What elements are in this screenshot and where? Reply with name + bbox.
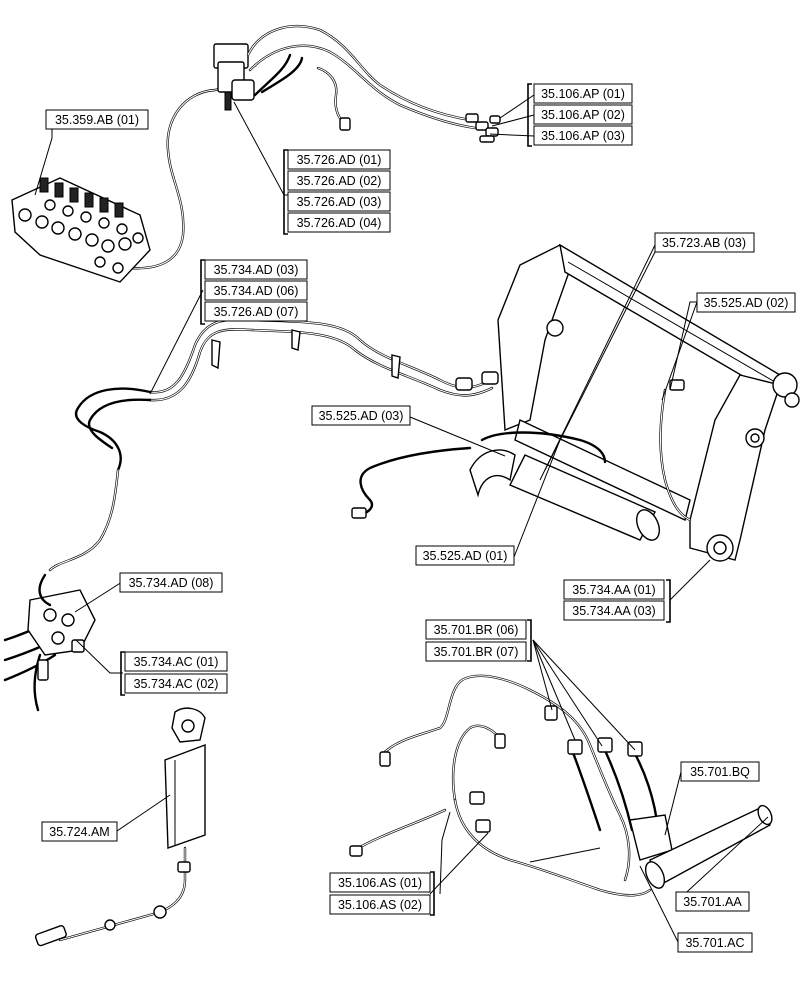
callout-label-c6: 35.726.AD (02)	[287, 170, 391, 191]
svg-text:35.701.BR (07): 35.701.BR (07)	[434, 645, 519, 659]
svg-text:35.726.AD (02): 35.726.AD (02)	[297, 174, 382, 188]
svg-text:35.106.AP (01): 35.106.AP (01)	[541, 87, 625, 101]
svg-text:35.701.BR (06): 35.701.BR (06)	[434, 623, 519, 637]
svg-text:35.734.AA (03): 35.734.AA (03)	[572, 604, 655, 618]
svg-text:35.724.AM: 35.724.AM	[49, 825, 109, 839]
callout-label-c1: 35.106.AP (01)	[533, 83, 633, 104]
callout-label-c19: 35.701.BR (06)	[425, 619, 527, 640]
callout-label-c24: 35.724.AM	[41, 821, 118, 842]
callout-label-c23: 35.701.BQ	[680, 761, 760, 782]
svg-text:35.734.AC (02): 35.734.AC (02)	[134, 677, 219, 691]
callout-brackets	[120, 83, 671, 916]
callout-label-c4: 35.359.AB (01)	[45, 109, 149, 130]
middle-hose-run	[48, 318, 499, 572]
svg-text:35.726.AD (03): 35.726.AD (03)	[297, 195, 382, 209]
left-lower-cluster	[3, 573, 96, 712]
callout-label-c12: 35.726.AD (07)	[204, 301, 308, 322]
loader-arm-frame	[469, 243, 800, 562]
callout-label-c18: 35.734.AD (08)	[119, 572, 223, 593]
svg-text:35.359.AB (01): 35.359.AB (01)	[55, 113, 139, 127]
callout-label-c27: 35.701.AA	[675, 891, 750, 912]
callout-label-c25: 35.106.AS (01)	[329, 872, 431, 893]
callout-label-c28: 35.701.AC	[677, 932, 753, 953]
callout-label-c8: 35.726.AD (04)	[287, 212, 391, 233]
svg-text:35.701.AC: 35.701.AC	[685, 936, 744, 950]
svg-text:35.734.AD (08): 35.734.AD (08)	[129, 576, 214, 590]
callout-label-c16: 35.734.AA (01)	[563, 579, 665, 600]
svg-text:35.734.AD (03): 35.734.AD (03)	[214, 263, 299, 277]
leader-lines	[34, 94, 769, 943]
svg-text:35.525.AD (03): 35.525.AD (03)	[319, 409, 404, 423]
svg-text:35.734.AD (06): 35.734.AD (06)	[214, 284, 299, 298]
callout-label-c7: 35.726.AD (03)	[287, 191, 391, 212]
quick-coupler-plate	[34, 707, 206, 947]
svg-text:35.734.AC (01): 35.734.AC (01)	[134, 655, 219, 669]
svg-text:35.726.AD (07): 35.726.AD (07)	[214, 305, 299, 319]
callout-label-c21: 35.734.AC (01)	[124, 651, 228, 672]
svg-text:35.734.AA (01): 35.734.AA (01)	[572, 583, 655, 597]
svg-text:35.723.AB (03): 35.723.AB (03)	[662, 236, 746, 250]
callout-label-c3: 35.106.AP (03)	[533, 125, 633, 146]
svg-text:35.106.AS (01): 35.106.AS (01)	[338, 876, 422, 890]
callout-label-c5: 35.726.AD (01)	[287, 149, 391, 170]
callout-label-c10: 35.734.AD (03)	[204, 259, 308, 280]
svg-text:35.525.AD (02): 35.525.AD (02)	[704, 296, 789, 310]
bottom-right-hoses	[349, 674, 773, 897]
callout-label-c2: 35.106.AP (02)	[533, 104, 633, 125]
svg-text:35.726.AD (01): 35.726.AD (01)	[297, 153, 382, 167]
callout-label-c14: 35.525.AD (03)	[311, 405, 411, 426]
svg-text:35.525.AD (01): 35.525.AD (01)	[423, 549, 508, 563]
top-hose-assembly	[128, 25, 501, 270]
callout-label-c26: 35.106.AS (02)	[329, 894, 431, 915]
callout-label-c9: 35.723.AB (03)	[654, 232, 755, 253]
svg-text:35.106.AP (02): 35.106.AP (02)	[541, 108, 625, 122]
callout-label-c22: 35.734.AC (02)	[124, 673, 228, 694]
svg-text:35.106.AP (03): 35.106.AP (03)	[541, 129, 625, 143]
svg-text:35.726.AD (04): 35.726.AD (04)	[297, 216, 382, 230]
callout-label-c11: 35.734.AD (06)	[204, 280, 308, 301]
callout-label-c15: 35.525.AD (01)	[415, 545, 515, 566]
callout-label-c13: 35.525.AD (02)	[696, 292, 796, 313]
svg-text:35.701.BQ: 35.701.BQ	[690, 765, 750, 779]
svg-text:35.701.AA: 35.701.AA	[683, 895, 742, 909]
callout-label-c20: 35.701.BR (07)	[425, 641, 527, 662]
svg-text:35.106.AS (02): 35.106.AS (02)	[338, 898, 422, 912]
control-valve-bank	[11, 177, 151, 283]
callout-label-c17: 35.734.AA (03)	[563, 600, 665, 621]
